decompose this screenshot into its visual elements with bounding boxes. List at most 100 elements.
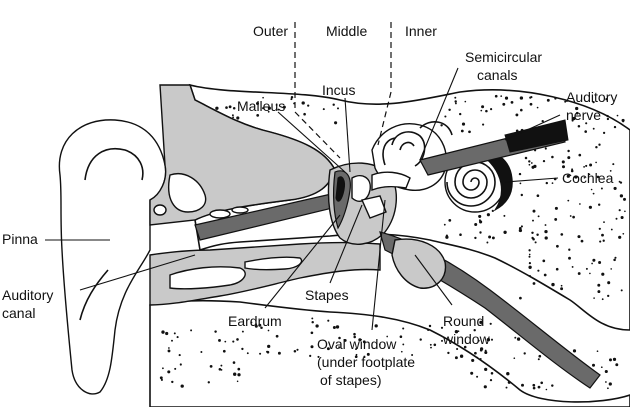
speckle-dot [454, 96, 457, 99]
speckle-dot [520, 108, 523, 112]
speckle-dot [589, 163, 593, 167]
speckle-dot [256, 114, 260, 117]
speckle-dot [624, 210, 626, 213]
speckle-dot [607, 387, 609, 390]
speckle-dot [482, 123, 485, 126]
speckle-dot [575, 106, 579, 111]
speckle-dot [506, 372, 510, 376]
speckle-dot [519, 96, 524, 100]
speckle-dot [542, 259, 546, 263]
speckle-dot [429, 343, 432, 346]
speckle-dot [536, 194, 540, 198]
speckle-dot [538, 354, 542, 358]
speckle-dot [310, 345, 314, 349]
speckle-dot [220, 369, 223, 371]
speckle-dot [519, 182, 522, 185]
speckle-dot [290, 98, 293, 101]
speckle-dot [250, 321, 253, 324]
speckle-dot [474, 351, 477, 355]
speckle-dot [546, 98, 550, 102]
speckle-dot [336, 107, 340, 110]
speckle-dot [529, 102, 533, 106]
speckle-dot [478, 219, 481, 222]
speckle-dot [588, 205, 592, 209]
speckle-dot [571, 119, 574, 122]
speckle-dot [542, 159, 546, 163]
speckle-dot [448, 108, 451, 112]
speckle-dot [236, 338, 239, 341]
speckle-dot [569, 215, 572, 217]
speckle-dot [577, 272, 581, 275]
speckle-dot [209, 365, 213, 368]
speckle-dot [534, 241, 537, 244]
speckle-dot [335, 325, 340, 329]
speckle-dot [600, 366, 603, 369]
speckle-dot [596, 175, 600, 179]
speckle-dot [510, 101, 514, 104]
speckle-dot [531, 231, 534, 235]
round-window-region [391, 238, 447, 289]
speckle-dot [613, 186, 617, 190]
speckle-dot [537, 215, 540, 218]
auditory-canal-label-2: canal [2, 305, 35, 321]
speckle-dot [614, 256, 617, 259]
pinna-label: Pinna [2, 231, 38, 247]
speckle-dot [179, 363, 182, 366]
pinna-shape [58, 119, 167, 395]
leader-lines [45, 67, 561, 331]
speckle-dot [459, 354, 464, 358]
speckle-dot [338, 336, 341, 340]
speckle-dot [479, 320, 483, 324]
speckle-dot [612, 357, 617, 362]
speckle-dot [600, 187, 603, 190]
speckle-dot [267, 344, 271, 349]
speckle-dot [447, 351, 450, 355]
speckle-dot [483, 385, 487, 389]
speckle-dot [491, 209, 494, 213]
speckle-dot [236, 380, 239, 383]
speckle-dot [277, 108, 280, 111]
speckle-dot [161, 330, 165, 334]
speckle-dot [402, 343, 405, 346]
speckle-dot [532, 209, 536, 213]
speckle-dot [260, 326, 263, 329]
speckle-dot [178, 354, 181, 357]
speckle-dot [616, 114, 619, 117]
speckle-dot [479, 348, 483, 352]
speckle-dot [311, 320, 314, 324]
speckle-dot [532, 383, 536, 387]
speckle-dot [214, 330, 217, 333]
speckle-dot [560, 284, 563, 287]
speckle-dot [484, 367, 488, 372]
speckle-dot [503, 230, 507, 234]
speckle-dot [578, 153, 582, 157]
speckle-dot [460, 129, 464, 133]
speckle-dot [258, 323, 262, 327]
bone-speckles [159, 94, 626, 391]
speckle-dot [476, 356, 479, 359]
speckle-dot [428, 324, 432, 328]
speckle-dot [623, 197, 626, 201]
speckle-dot [585, 164, 588, 167]
speckle-dot [237, 373, 241, 377]
speckle-dot [236, 116, 240, 120]
speckle-dot [479, 357, 482, 360]
speckle-dot [570, 169, 574, 173]
speckle-dot [362, 340, 366, 344]
speckle-dot [456, 347, 459, 351]
speckle-dot [567, 199, 570, 202]
speckle-dot [440, 326, 444, 329]
speckle-dot [601, 298, 604, 301]
speckle-dot [167, 370, 171, 374]
speckle-dot [532, 282, 536, 285]
speckle-dot [572, 215, 575, 219]
speckle-dot [470, 371, 474, 375]
speckle-dot [515, 113, 519, 117]
speckle-dot [366, 352, 370, 356]
speckle-dot [541, 119, 544, 123]
speckle-dot [402, 327, 405, 330]
speckle-dot [592, 192, 595, 195]
speckle-dot [174, 367, 177, 370]
speckle-dot [560, 287, 564, 291]
speckle-dot [275, 334, 279, 338]
